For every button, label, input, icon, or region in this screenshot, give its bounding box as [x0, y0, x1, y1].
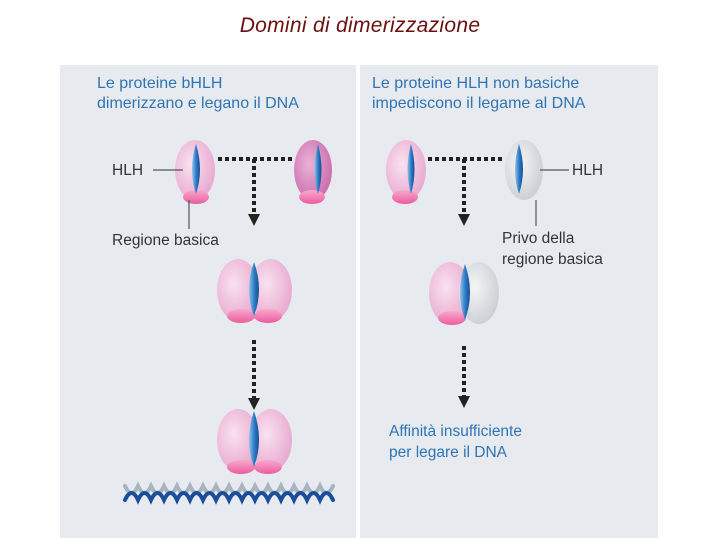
left-heading: Le proteine bHLH dimerizzano e legano il…: [97, 74, 299, 114]
bhlh-monomer-right: [294, 140, 332, 204]
left-hlh-label: HLH: [112, 162, 144, 179]
panel-divider: [356, 65, 360, 538]
basic-region-label: Regione basica: [112, 232, 219, 249]
affinity-line1: Affinità insufficiente: [389, 423, 522, 440]
lacking-basic-region-label: Privo della regione basica: [502, 228, 603, 270]
right-heading: Le proteine HLH non basiche impediscono …: [372, 74, 585, 114]
bhlh-dimer: [217, 259, 292, 323]
bhlh-dimer-dna-bound: [217, 409, 292, 474]
arrow-head-left-1: [248, 214, 260, 226]
bhlh-monomer-right-column: [386, 140, 426, 204]
left-heading-line1: Le proteine bHLH: [97, 75, 223, 92]
left-heading-line2: dimerizzano e legano il DNA: [97, 95, 299, 112]
arrow-head-right-2: [458, 396, 470, 408]
arrow-head-left-2: [248, 398, 260, 410]
right-heading-line1: Le proteine HLH non basiche: [372, 75, 580, 92]
right-hlh-label: HLH: [572, 162, 604, 179]
dna-helix: [123, 481, 335, 505]
heterodimer: [429, 262, 499, 325]
dimerization-arrow-left: [218, 157, 292, 214]
arrow-head-right-1: [458, 214, 470, 226]
slide-title: Domini di dimerizzazione: [239, 14, 481, 37]
insufficient-affinity-label: Affinità insufficiente per legare il DNA: [389, 421, 522, 463]
dimerization-arrow-right: [428, 157, 502, 214]
right-heading-line2: impediscono il legame al DNA: [372, 95, 586, 112]
affinity-line2: per legare il DNA: [389, 444, 508, 461]
bhlh-monomer-left: [175, 140, 215, 204]
lacking-line2: regione basica: [502, 251, 603, 268]
lacking-line1: Privo della: [502, 230, 575, 247]
hlh-monomer: [505, 140, 543, 200]
